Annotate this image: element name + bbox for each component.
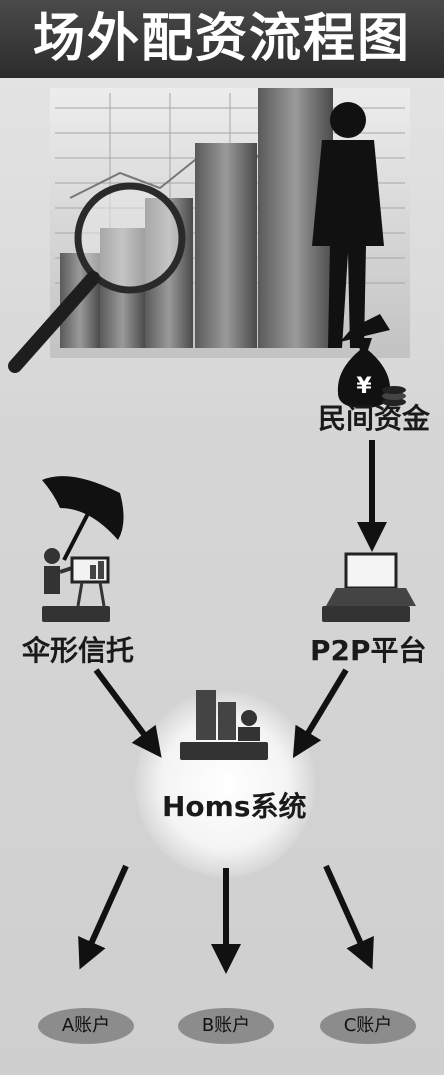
node-private-funds: 民间资金: [318, 402, 431, 435]
umbrella-icon: [42, 476, 124, 561]
node-p2p-platform: P2P平台: [310, 634, 427, 667]
title-bar: 场外配资流程图: [0, 0, 444, 78]
arrow-p2p-to-homs: [292, 668, 349, 759]
homs-businessman-icon: [238, 710, 260, 741]
presenter-icon: [42, 548, 110, 622]
money-bag-icon: ¥: [337, 338, 406, 408]
account-a: A账户: [38, 1008, 134, 1044]
yen-symbol: ¥: [356, 374, 372, 399]
laptop-icon: [322, 552, 416, 622]
account-c: C账户: [320, 1008, 416, 1044]
homs-base: [180, 742, 268, 760]
diagram-art: ¥: [8, 88, 416, 974]
arrow-homs-to-c: [323, 864, 374, 970]
node-homs-system: Homs系统: [162, 790, 307, 823]
arrow-homs-to-a: [78, 864, 129, 970]
arrow-trust-to-homs: [93, 668, 162, 758]
buildings-icon: [196, 690, 236, 740]
businessman-icon: [312, 102, 390, 348]
node-umbrella-trust: 伞形信托: [22, 634, 135, 667]
homs-glow: [135, 691, 315, 877]
page-title: 场外配资流程图: [32, 9, 411, 69]
magnifier-icon: [8, 182, 186, 373]
account-b: B账户: [178, 1008, 274, 1044]
hero-illustration: [8, 88, 410, 373]
flow-arrows: [78, 440, 387, 974]
